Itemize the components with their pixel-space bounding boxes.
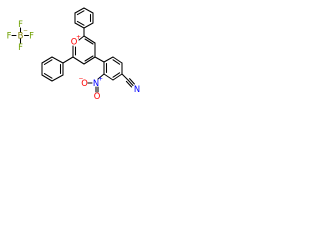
phenyl-top-bond-1 [83,22,94,29]
cyano-triple-bond-3 [125,80,133,88]
structure-diagram: F F F F B − O + [0,0,152,152]
aryl-bond-5 [103,73,114,81]
nitro-nitrogen-label: N [93,78,99,88]
nitro-oxygen-left-label: O [81,78,88,88]
nitro-oxygen-left-minus: − [79,77,84,83]
phenyl-left-bond-2-inner [43,59,53,65]
nitro-nitrogen-plus: + [98,77,103,83]
phenyl-top-bond-6 [74,22,85,29]
fluorine-right-label: F [29,31,34,41]
nitro-oxygen-down-label: O [94,91,101,101]
bond-c6-phenyl-left [62,56,74,64]
ring-bond-o-c2 [78,35,85,41]
cyano-triple-bond-2 [129,78,135,85]
nitro-cyano-phenyl: N N + O − O [79,56,140,101]
phenyl-top-bond-3 [83,7,94,14]
aryl-bond-1 [103,56,114,63]
molecule-drawing: F F F F B − O + [7,7,140,101]
phenyl-top-bond-6-inner [76,20,85,26]
ring-bond-c4-c5 [83,56,96,65]
boron-minus-charge: − [23,29,28,35]
ring-bond-c4-c5-inner [84,55,94,62]
bond-aryl-nitro [97,73,105,80]
cyano-nitrogen-label: N [134,84,140,94]
phenyl-left-bond-4 [41,74,53,82]
pyrylium-ring: O + [71,35,96,65]
phenyl-left-bond-1 [51,56,64,64]
bond-c4-aryl [94,56,105,63]
fluorine-top-label: F [18,19,23,29]
ring-bond-c2-c3-inner [84,38,94,45]
boron-label: B [18,31,24,41]
phenyl-top-bond-4 [74,7,85,14]
phenyl-top-bond-4-inner [76,10,85,16]
fluorine-left-label: F [7,31,12,41]
oxygen-plus-charge: + [76,35,81,41]
fluorine-bottom-label: F [18,42,23,52]
phenyl-left-bond-2 [41,56,53,64]
cyano-triple-bond-1 [127,79,134,87]
phenyl-left [41,56,74,82]
ring-bond-c2-c3 [83,35,96,44]
aryl-bond-2-inner [112,59,121,65]
ring-bond-c5-c6 [72,56,85,65]
oxygen-label: O [71,37,78,47]
aryl-bond-4-inner [112,72,121,78]
phenyl-left-bond-4-inner [43,73,53,79]
tetrafluoroborate-anion: F F F F B − [7,19,35,52]
aryl-bond-4 [112,73,123,81]
phenyl-top [74,7,94,37]
aryl-bond-2 [112,56,123,64]
bond-aryl-cyano-carbon [121,73,129,81]
phenyl-left-bond-5 [51,74,64,82]
